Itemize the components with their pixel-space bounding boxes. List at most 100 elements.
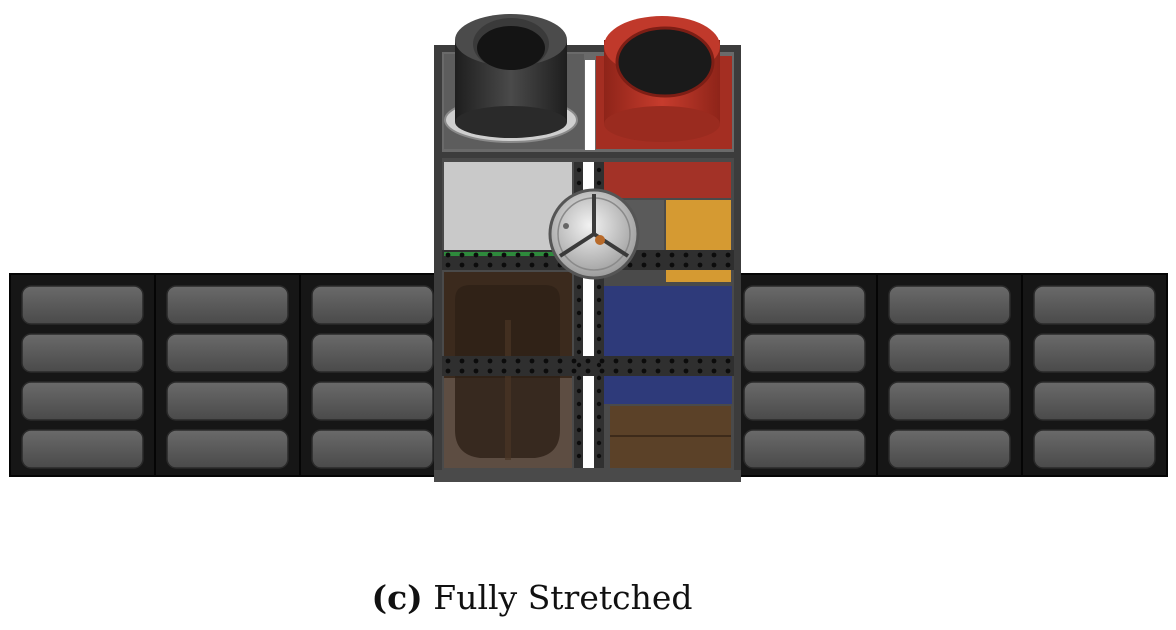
caption-label: (c) — [371, 578, 423, 617]
bolt — [445, 252, 451, 258]
bolt — [697, 262, 703, 268]
bolt — [459, 358, 465, 364]
bolt — [543, 252, 549, 258]
bolt — [515, 358, 521, 364]
solar-cell — [888, 285, 1011, 325]
bolt — [725, 368, 731, 374]
bolt — [576, 349, 582, 355]
right-panel-3 — [1021, 273, 1168, 477]
bolt — [487, 368, 493, 374]
solar-cell — [888, 429, 1011, 469]
bolt — [445, 262, 451, 268]
bolt — [683, 252, 689, 258]
bolt — [596, 427, 602, 433]
bolt — [529, 252, 535, 258]
solar-cell — [1033, 429, 1156, 469]
bolt — [669, 262, 675, 268]
bolt — [697, 358, 703, 364]
bolt — [599, 368, 605, 374]
bolt — [585, 358, 591, 364]
bolt — [627, 262, 633, 268]
solar-cell — [1033, 381, 1156, 421]
solar-cell — [311, 333, 434, 373]
bolt — [683, 368, 689, 374]
left-panel-2 — [154, 273, 301, 477]
bolt — [459, 262, 465, 268]
bolt — [627, 368, 633, 374]
solar-cell — [311, 381, 434, 421]
caption-text: Fully Stretched — [433, 578, 693, 617]
right-panel-1 — [731, 273, 878, 477]
bolt — [473, 368, 479, 374]
bolt — [711, 252, 717, 258]
thruster-red — [604, 16, 720, 142]
bolt — [515, 252, 521, 258]
bolt — [576, 401, 582, 407]
bolt — [576, 310, 582, 316]
bolt — [596, 336, 602, 342]
bolt — [641, 358, 647, 364]
bolt — [543, 358, 549, 364]
bolt — [596, 401, 602, 407]
bolt — [596, 284, 602, 290]
bolt — [576, 362, 582, 368]
bolt — [459, 252, 465, 258]
bolt — [501, 368, 507, 374]
bolt — [557, 358, 563, 364]
left-panel-1 — [9, 273, 156, 477]
bolt — [669, 368, 675, 374]
solar-cell — [888, 333, 1011, 373]
solar-cell — [166, 285, 289, 325]
bolt — [655, 252, 661, 258]
bolt — [487, 358, 493, 364]
bolt — [596, 167, 602, 173]
bolt — [576, 414, 582, 420]
bolt — [501, 358, 507, 364]
bolt — [445, 358, 451, 364]
bolt — [501, 252, 507, 258]
bolt — [683, 262, 689, 268]
solar-cell — [743, 333, 866, 373]
bolt — [576, 336, 582, 342]
red-module — [603, 162, 731, 198]
bolt — [473, 262, 479, 268]
solar-cell — [166, 381, 289, 421]
bolt — [487, 252, 493, 258]
right-solar-array — [731, 273, 1168, 477]
bolt — [543, 368, 549, 374]
solar-cell — [743, 429, 866, 469]
bolt — [596, 414, 602, 420]
bolt — [596, 453, 602, 459]
right-panel-2 — [876, 273, 1023, 477]
bolt — [596, 180, 602, 186]
bolt — [576, 167, 582, 173]
bolt — [576, 180, 582, 186]
bolt — [655, 368, 661, 374]
bolt — [683, 358, 689, 364]
bolt — [697, 368, 703, 374]
bolt — [655, 262, 661, 268]
solar-cell — [743, 381, 866, 421]
solar-cell — [743, 285, 866, 325]
bolt — [655, 358, 661, 364]
bolt — [529, 368, 535, 374]
bolt — [515, 262, 521, 268]
bolt — [627, 358, 633, 364]
bolt — [669, 358, 675, 364]
solar-cell — [21, 429, 144, 469]
bolt — [641, 262, 647, 268]
bolt — [529, 358, 535, 364]
bolt — [711, 262, 717, 268]
bolt — [596, 297, 602, 303]
bolt — [725, 252, 731, 258]
bolt — [641, 368, 647, 374]
reaction-wheel — [548, 188, 640, 280]
bolt — [576, 453, 582, 459]
bolt — [711, 358, 717, 364]
bolt — [596, 362, 602, 368]
bolt — [596, 349, 602, 355]
bolt — [445, 368, 451, 374]
bolt — [473, 252, 479, 258]
bolt — [596, 310, 602, 316]
bolt — [576, 323, 582, 329]
